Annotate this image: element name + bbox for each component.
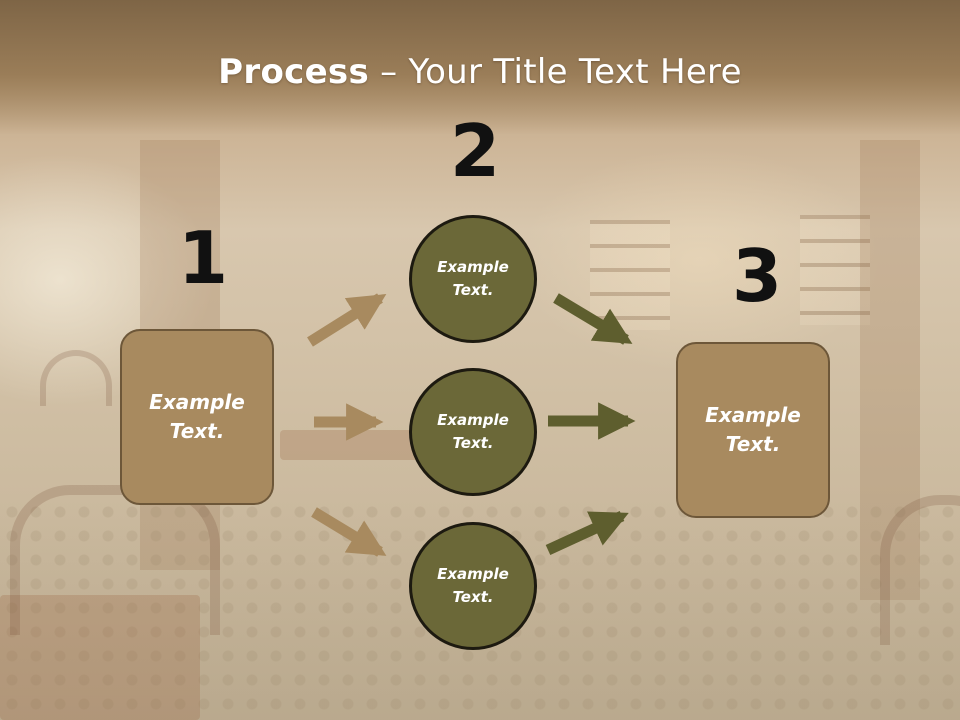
background-shelf <box>800 215 870 325</box>
background-chair <box>10 485 220 635</box>
step-2-bottom-text: Example Text. <box>437 565 509 606</box>
step-3-text: Example Text. <box>705 403 801 456</box>
title-rest: – Your Title Text Here <box>369 52 742 92</box>
slide-title: Process – Your Title Text Here <box>0 52 960 92</box>
step-number-3: 3 <box>732 234 783 318</box>
arrow-1-to-top <box>307 293 387 347</box>
step-2-top-text: Example Text. <box>437 258 509 299</box>
step-number-1: 1 <box>178 216 229 300</box>
step-2-circle-middle: Example Text. <box>409 368 537 496</box>
step-2-middle-text: Example Text. <box>437 411 509 452</box>
arrow-top-to-3 <box>553 293 633 345</box>
step-2-circle-top: Example Text. <box>409 215 537 343</box>
header-band <box>0 0 960 135</box>
background-chair <box>40 350 112 406</box>
arrow-1-to-bottom <box>311 507 387 557</box>
arrow-bottom-to-3 <box>545 511 629 555</box>
title-bold: Process <box>218 52 370 92</box>
step-1-text: Example Text. <box>149 390 245 443</box>
background-chair <box>880 495 960 645</box>
step-3-box: Example Text. <box>676 342 830 518</box>
step-1-box: Example Text. <box>120 329 274 505</box>
step-number-2: 2 <box>450 109 501 193</box>
step-2-circle-bottom: Example Text. <box>409 522 537 650</box>
